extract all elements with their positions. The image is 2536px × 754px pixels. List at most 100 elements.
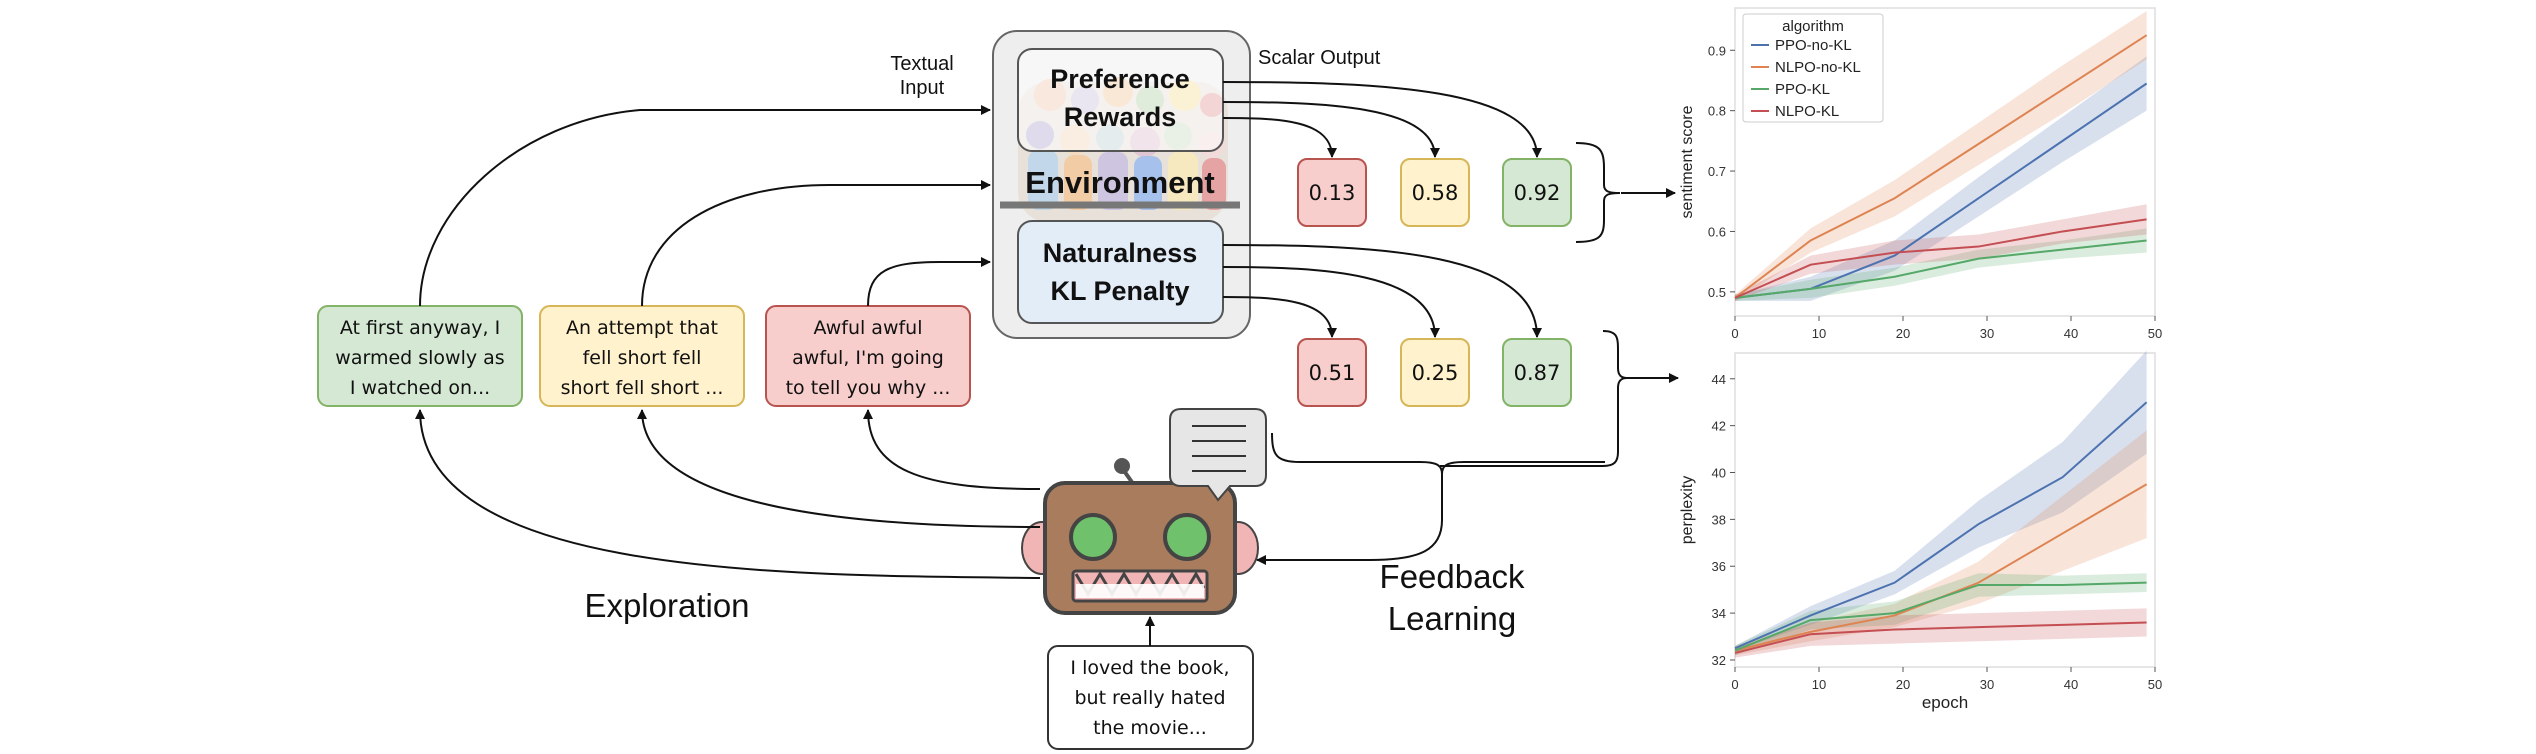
legend-entry: PPO-no-KL [1775,37,1852,54]
feedback-label-1: Feedback [1380,558,1525,595]
textual-input-label-2: Input [900,77,945,99]
x-axis-label: epoch [1922,693,1968,712]
y-tick-label: 34 [1712,606,1726,621]
generation-card-2: An attempt that fell short fell short fe… [539,305,745,407]
x-tick-label: 0 [1731,677,1738,692]
generation-card-line: I watched on... [350,377,490,399]
score-value: 0.25 [1412,361,1459,385]
arrow [415,409,1041,579]
arrow [637,409,1041,528]
series-line [1734,581,2147,652]
series-line [1734,621,2147,654]
brace [1575,142,1621,243]
environment-block: Preference Rewards Environment Naturalne… [992,30,1251,339]
x-tick-label: 50 [2148,326,2162,341]
exploration-label: Exploration [584,587,749,624]
arrow [1222,244,1542,338]
preference-rewards-box [1017,48,1224,152]
confidence-band [1735,430,2147,656]
x-tick-label: 10 [1812,677,1826,692]
x-tick-label: 30 [1980,677,1994,692]
generation-card-line: awful, I'm going [792,347,944,369]
confidence-band [1735,573,2147,656]
score-value: 0.92 [1514,181,1561,205]
legend-title: algorithm [1782,18,1844,35]
generation-card-line: short fell short ... [561,377,724,399]
prompt-card: I loved the book, but really hated the m… [1047,645,1254,750]
score-box [1297,338,1367,407]
arrow [1222,81,1542,158]
generation-card-3: Awful awful awful, I'm going to tell you… [765,305,971,407]
generation-card-line: to tell you why ... [786,377,951,399]
feedback-label-2: Learning [1388,600,1516,637]
y-axis-label: sentiment score [1679,105,1696,218]
brace [1271,432,1605,475]
series-line [1734,218,2147,299]
y-tick-label: 40 [1712,466,1726,481]
x-tick-label: 50 [2148,677,2162,692]
arrow [1222,101,1440,158]
score-value: 0.51 [1309,361,1356,385]
naturalness-scores: 0.51 0.25 0.87 [1297,338,1572,407]
arrow [1222,266,1440,338]
generation-card-line: At first anyway, I [340,317,500,339]
score-box [1400,338,1470,407]
confidence-band [1735,228,2147,301]
speech-bubble-icon [1169,408,1267,502]
y-tick-label: 0.7 [1708,164,1726,179]
x-tick-label: 40 [2064,326,2078,341]
textual-input-label-1: Textual [890,53,953,75]
arrow [867,257,991,307]
score-box [1400,158,1470,227]
brace [1440,330,1628,467]
score-value: 0.87 [1514,361,1561,385]
legend [1742,13,1884,123]
naturalness-label-1: Naturalness [1043,238,1198,268]
naturalness-label-2: KL Penalty [1050,276,1189,306]
y-tick-label: 32 [1712,653,1726,668]
x-tick-label: 20 [1896,326,1910,341]
arrows [415,81,1679,646]
confidence-band [1735,204,2147,301]
generation-card-line: An attempt that [566,317,718,339]
y-tick-label: 0.5 [1708,285,1726,300]
x-tick-label: 20 [1896,677,1910,692]
x-tick-label: 10 [1812,326,1826,341]
environment-label: Environment [1025,165,1214,200]
arrow [1222,296,1337,338]
y-tick-label: 0.6 [1708,224,1726,239]
y-tick-label: 0.9 [1708,43,1726,58]
arrow [1222,117,1337,158]
preference-rewards-label-1: Preference [1050,64,1190,94]
y-tick-label: 42 [1712,419,1726,434]
y-tick-label: 44 [1712,372,1726,387]
series-line [1734,401,2148,650]
legend-entry: PPO-KL [1775,81,1830,98]
score-box [1502,158,1572,227]
x-tick-label: 30 [1980,326,1994,341]
naturalness-box [1017,220,1224,324]
plot-area [1734,352,2156,668]
y-tick-label: 0.8 [1708,104,1726,119]
y-tick-label: 36 [1712,559,1726,574]
scalar-output-label: Scalar Output [1258,47,1381,69]
x-tick-label: 40 [2064,677,2078,692]
generation-card-1: At first anyway, I warmed slowly as I wa… [317,305,523,407]
prompt-line: the movie... [1093,717,1207,739]
legend-entry: NLPO-no-KL [1775,59,1861,76]
score-box [1502,338,1572,407]
arrow [863,409,1041,490]
series-line [1734,239,2147,299]
arrow [1256,474,1443,565]
preference-scores: 0.13 0.58 0.92 [1297,158,1572,227]
confidence-band [1735,350,2147,651]
prompt-line: but really hated [1074,687,1225,709]
generation-card-line: warmed slowly as [335,347,504,369]
generation-card-line: Awful awful [813,317,922,339]
score-value: 0.13 [1309,181,1356,205]
robot-agent-icon [1021,458,1259,615]
y-axis-label: perplexity [1679,476,1696,544]
